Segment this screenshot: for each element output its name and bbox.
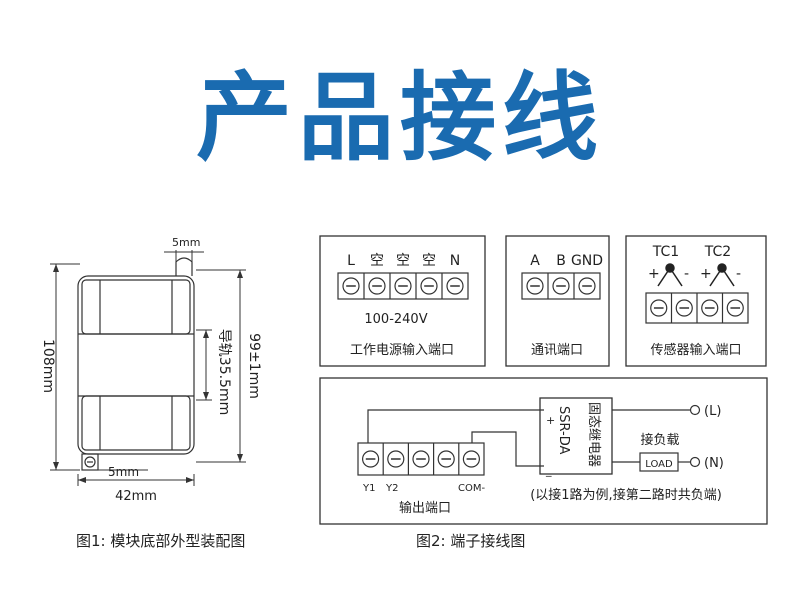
power-screw xyxy=(394,277,412,295)
ssr-label: 固态继电器 xyxy=(586,402,601,467)
output-screw xyxy=(412,450,430,468)
terminal-L-label: (L) xyxy=(704,404,721,419)
comm-pin-label-1: B xyxy=(556,253,566,269)
dim-right-label: 99±1mm xyxy=(246,333,262,399)
svg-text:-: - xyxy=(684,266,689,282)
comm-screw xyxy=(526,277,544,295)
comm-caption: 通讯端口 xyxy=(531,343,583,358)
svg-text:+: + xyxy=(700,266,712,282)
power-pin-label-4: N xyxy=(450,253,460,269)
dim-rail-label: 导轨35.5mm xyxy=(216,329,232,415)
output-terminal-block xyxy=(357,442,485,476)
power-pin-label-1: 空 xyxy=(370,253,384,269)
ssr-plus: + xyxy=(546,414,555,427)
ssr-model: SSR-DA xyxy=(556,406,571,454)
sensor-screw xyxy=(650,299,668,317)
power-terminal-block xyxy=(337,272,469,300)
power-pin-label-0: L xyxy=(347,253,355,269)
dimension-arrows xyxy=(53,264,243,483)
output-screw xyxy=(437,450,455,468)
comm-port-box xyxy=(505,235,610,367)
port-y2-label: Y2 xyxy=(385,483,398,494)
dim-width-label: 42mm xyxy=(115,489,157,504)
page-title: 产品接线 xyxy=(196,62,604,174)
load-box-label: LOAD xyxy=(645,459,673,470)
ssr-box xyxy=(539,397,613,475)
dim-small-label: 5mm xyxy=(108,465,139,479)
dimension-lines xyxy=(50,250,246,486)
output-screw xyxy=(462,450,480,468)
power-pin-label-3: 空 xyxy=(422,253,436,269)
power-screw xyxy=(342,277,360,295)
port-y1-label: Y1 xyxy=(362,483,375,494)
comm-terminal-block xyxy=(521,272,601,300)
sensor-screw xyxy=(701,299,719,317)
power-screw xyxy=(420,277,438,295)
port-com-label: COM- xyxy=(458,483,485,494)
output-screw xyxy=(362,450,380,468)
output-port-box xyxy=(319,377,768,525)
svg-text:+: + xyxy=(648,266,660,282)
thermocouple-symbols xyxy=(657,263,735,287)
terminal-N-label: (N) xyxy=(704,456,724,471)
output-caption: 输出端口 xyxy=(399,500,451,516)
fig2-caption: 图2: 端子接线图 xyxy=(416,532,526,550)
load-title: 接负载 xyxy=(640,432,679,448)
sensor-port-box xyxy=(625,235,767,367)
output-wires xyxy=(367,409,690,467)
fig1-caption: 图1: 模块底部外型装配图 xyxy=(76,532,246,550)
power-voltage-label: 100-240V xyxy=(364,312,427,327)
sensor-tc2-label: TC2 xyxy=(704,244,731,260)
sensor-tc1-label: TC1 xyxy=(652,244,679,260)
module-outline xyxy=(77,257,195,471)
output-note: (以接1路为例,接第二路时共负端) xyxy=(530,487,722,503)
terminal-N xyxy=(689,456,701,468)
svg-text:-: - xyxy=(736,266,741,282)
sensor-caption: 传感器输入端口 xyxy=(650,342,741,358)
ssr-minus: _ xyxy=(545,464,552,477)
comm-pin-label-2: GND xyxy=(571,253,603,269)
load-box xyxy=(639,452,679,472)
dim-height-label: 108mm xyxy=(40,339,56,393)
power-screw xyxy=(446,277,464,295)
comm-screw xyxy=(552,277,570,295)
polarity-marks: + - + - xyxy=(648,266,741,282)
power-screw xyxy=(368,277,386,295)
terminal-L xyxy=(689,404,701,416)
dim-top-label: 5mm xyxy=(172,236,200,249)
comm-screw xyxy=(578,277,596,295)
comm-pin-label-0: A xyxy=(530,253,540,269)
sensor-screw xyxy=(726,299,744,317)
power-pin-label-2: 空 xyxy=(396,253,410,269)
power-caption: 工作电源输入端口 xyxy=(350,342,454,358)
power-port-box xyxy=(319,235,486,367)
output-screw xyxy=(387,450,405,468)
sensor-screw xyxy=(675,299,693,317)
